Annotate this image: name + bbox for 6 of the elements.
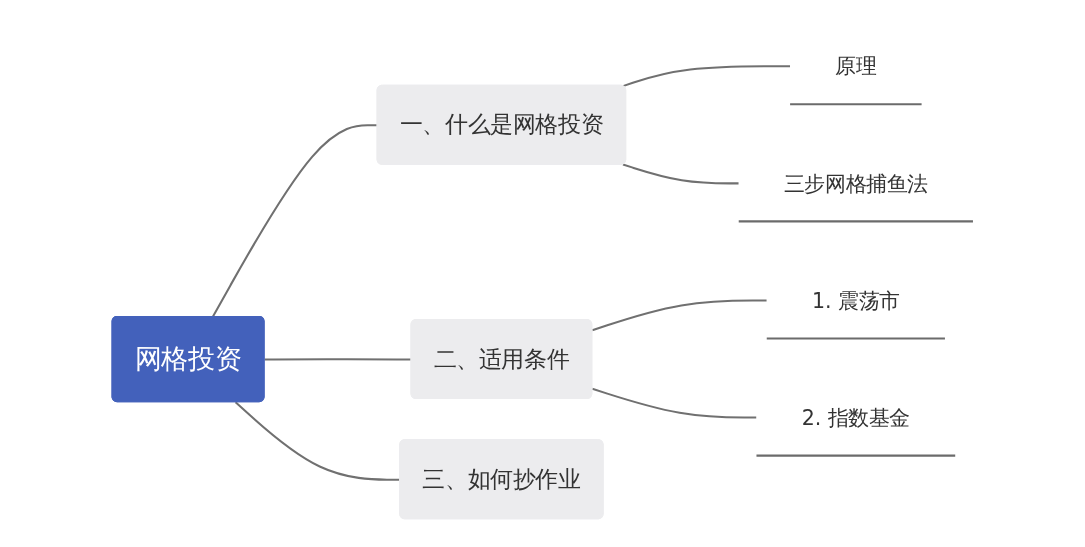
connector [211, 124, 378, 318]
connector [622, 163, 739, 185]
connector [592, 299, 767, 332]
connector [264, 358, 412, 361]
connector [592, 387, 757, 419]
connector [622, 65, 791, 88]
